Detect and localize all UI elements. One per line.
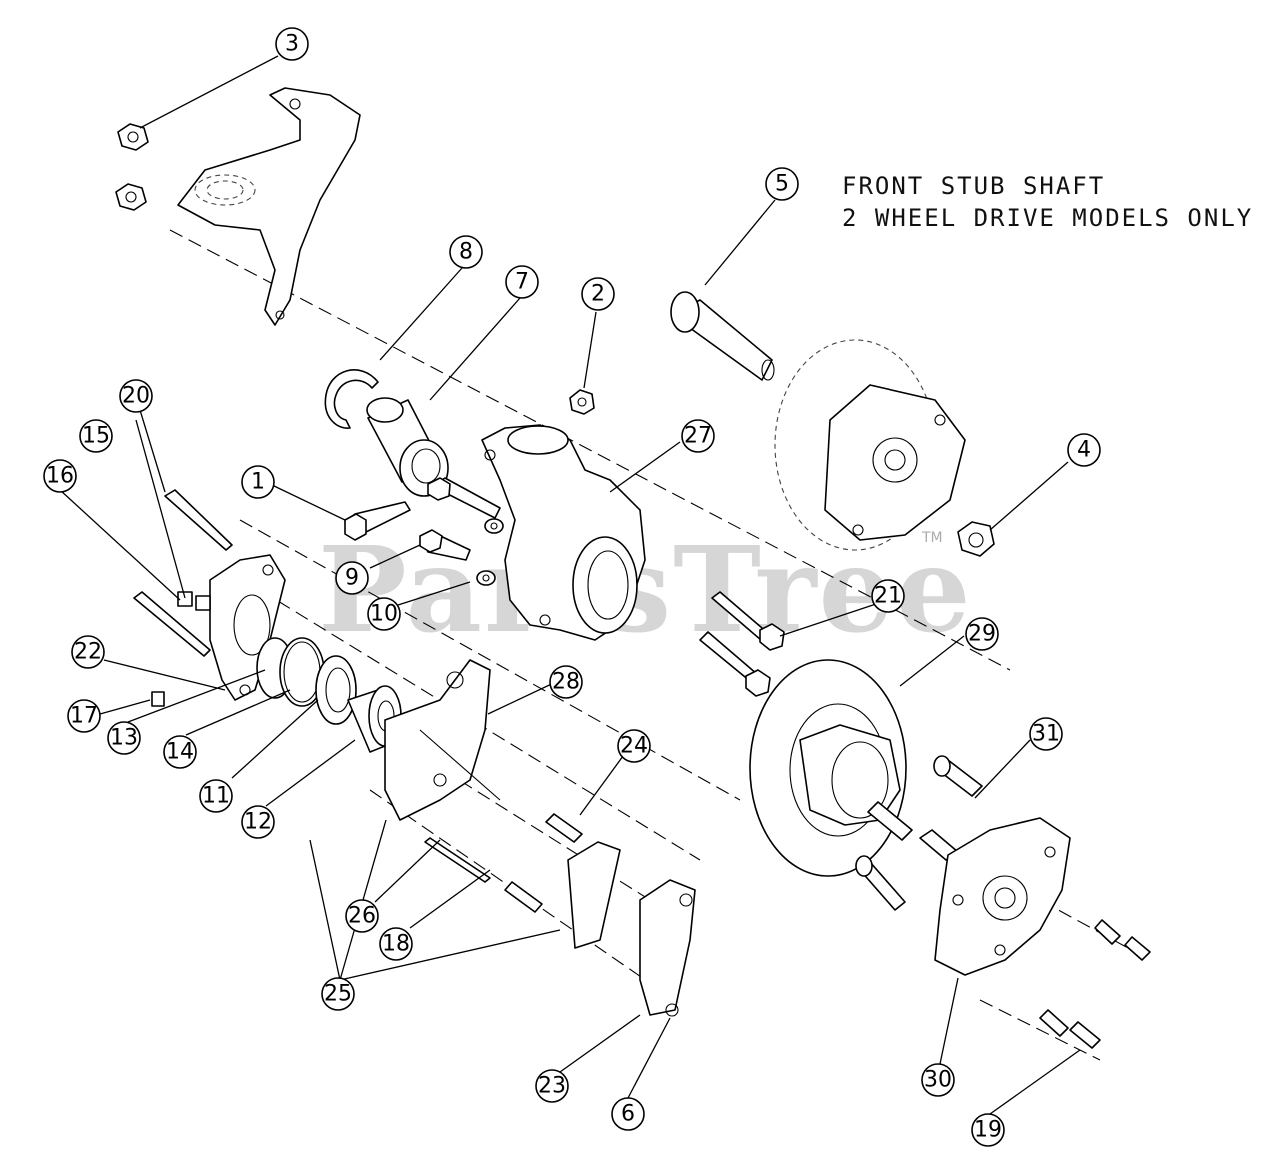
retaining-ring-part bbox=[324, 369, 379, 429]
svg-text:2: 2 bbox=[591, 282, 605, 307]
callout-1: 1 bbox=[241, 465, 275, 499]
callout-21: 21 bbox=[871, 579, 905, 613]
svg-text:5: 5 bbox=[775, 172, 789, 197]
svg-text:21: 21 bbox=[874, 584, 902, 609]
washer-parts bbox=[476, 518, 504, 586]
svg-text:26: 26 bbox=[348, 904, 376, 929]
hub-bolt-parts bbox=[1039, 919, 1151, 1049]
steering-bracket-part bbox=[177, 87, 361, 326]
hex-nut-upper-part bbox=[115, 123, 149, 211]
note-line-2: 2 WHEEL DRIVE MODELS ONLY bbox=[842, 204, 1254, 232]
pin-parts bbox=[424, 813, 583, 913]
callout-29: 29 bbox=[965, 617, 999, 651]
callout-12: 12 bbox=[241, 805, 275, 839]
leader-lines bbox=[59, 55, 1081, 1115]
lug-nut-part bbox=[957, 521, 995, 557]
brake-rotor-part bbox=[749, 659, 907, 877]
callout-2: 2 bbox=[581, 277, 615, 311]
callout-9: 9 bbox=[335, 561, 369, 595]
callout-19: 19 bbox=[971, 1113, 1005, 1147]
callout-4: 4 bbox=[1067, 433, 1101, 467]
svg-text:4: 4 bbox=[1077, 438, 1091, 463]
callout-20: 20 bbox=[119, 379, 153, 413]
brake-disc-reference-part bbox=[774, 339, 966, 551]
callout-23: 23 bbox=[535, 1069, 569, 1103]
stub-shaft-note: FRONT STUB SHAFT 2 WHEEL DRIVE MODELS ON… bbox=[842, 170, 1253, 234]
svg-text:14: 14 bbox=[166, 740, 194, 765]
svg-text:15: 15 bbox=[82, 424, 110, 449]
stub-shaft-part bbox=[670, 291, 775, 381]
spindle-housing-part bbox=[481, 424, 646, 641]
svg-text:12: 12 bbox=[244, 810, 272, 835]
callout-27: 27 bbox=[681, 419, 715, 453]
wheel-hub-part bbox=[934, 817, 1071, 976]
note-line-1: FRONT STUB SHAFT bbox=[842, 172, 1106, 200]
callout-8: 8 bbox=[449, 235, 483, 269]
callout-6: 6 bbox=[611, 1097, 645, 1131]
callout-15: 15 bbox=[79, 419, 113, 453]
watermark-trademark: TM bbox=[922, 530, 943, 546]
svg-text:30: 30 bbox=[924, 1068, 952, 1093]
hub-stud-parts bbox=[855, 755, 983, 911]
svg-text:18: 18 bbox=[382, 932, 410, 957]
callout-14: 14 bbox=[163, 735, 197, 769]
callout-28: 28 bbox=[549, 665, 583, 699]
callout-18: 18 bbox=[379, 927, 413, 961]
bushing-part bbox=[366, 397, 449, 497]
callout-25: 25 bbox=[321, 977, 355, 1011]
callout-10: 10 bbox=[367, 597, 401, 631]
svg-text:3: 3 bbox=[285, 32, 299, 57]
callout-7: 7 bbox=[505, 265, 539, 299]
bolt-parts bbox=[133, 477, 785, 697]
svg-text:9: 9 bbox=[345, 566, 359, 591]
callout-11: 11 bbox=[199, 779, 233, 813]
svg-text:28: 28 bbox=[552, 670, 580, 695]
svg-text:7: 7 bbox=[515, 270, 529, 295]
svg-text:8: 8 bbox=[459, 240, 473, 265]
svg-text:6: 6 bbox=[621, 1102, 635, 1127]
svg-text:1: 1 bbox=[251, 470, 265, 495]
callout-31: 31 bbox=[1029, 717, 1063, 751]
callout-17: 17 bbox=[67, 699, 101, 733]
callout-30: 30 bbox=[921, 1063, 955, 1097]
svg-text:11: 11 bbox=[202, 784, 230, 809]
brake-pad-parts bbox=[567, 841, 696, 1017]
svg-text:10: 10 bbox=[370, 602, 398, 627]
svg-text:29: 29 bbox=[968, 622, 996, 647]
callout-5: 5 bbox=[765, 167, 799, 201]
svg-text:22: 22 bbox=[74, 640, 102, 665]
svg-text:24: 24 bbox=[620, 734, 648, 759]
caliper-bracket-part bbox=[384, 659, 501, 821]
callout-3: 3 bbox=[275, 27, 309, 61]
svg-text:31: 31 bbox=[1032, 722, 1060, 747]
svg-text:16: 16 bbox=[46, 464, 74, 489]
callout-13: 13 bbox=[107, 721, 141, 755]
callout-16: 16 bbox=[43, 459, 77, 493]
svg-text:20: 20 bbox=[122, 384, 150, 409]
svg-text:25: 25 bbox=[324, 982, 352, 1007]
callout-22: 22 bbox=[71, 635, 105, 669]
callout-26: 26 bbox=[345, 899, 379, 933]
svg-text:27: 27 bbox=[684, 424, 712, 449]
svg-text:19: 19 bbox=[974, 1118, 1002, 1143]
flange-nut-part bbox=[569, 389, 595, 415]
svg-text:17: 17 bbox=[70, 704, 98, 729]
svg-text:13: 13 bbox=[110, 726, 138, 751]
callout-24: 24 bbox=[617, 729, 651, 763]
svg-text:23: 23 bbox=[538, 1074, 566, 1099]
